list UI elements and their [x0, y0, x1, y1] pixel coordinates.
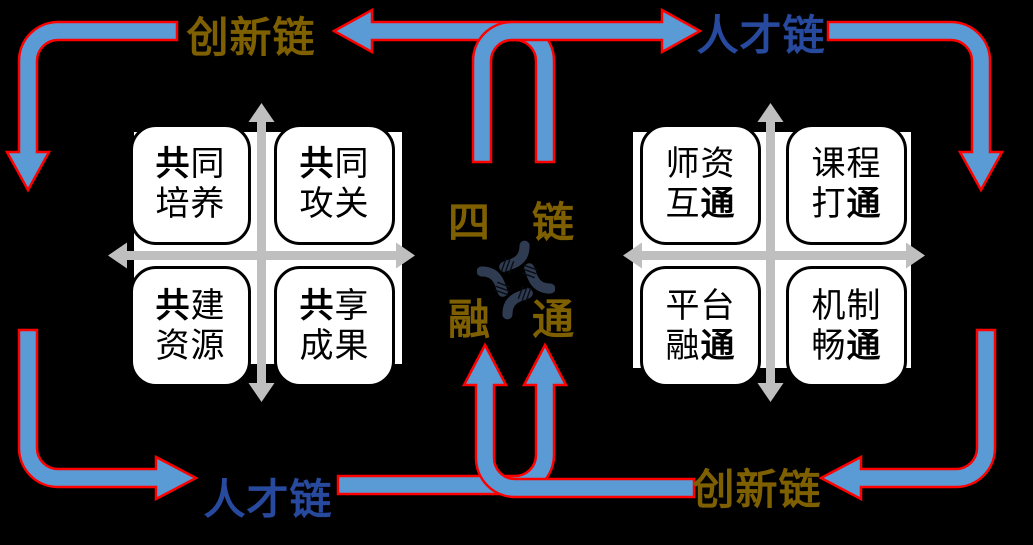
arrow-right-edge-to-bottomright-label [818, 328, 997, 502]
motto-char-lian: 链 [531, 198, 574, 247]
motto-char-tong: 通 [531, 295, 574, 344]
axis-cross-right [623, 103, 925, 402]
quadrant-box: 课程打通 [786, 124, 907, 245]
arrow-topleft-label-to-left-edge-down [4, 20, 179, 193]
arrow-center-to-topright-label [471, 7, 703, 164]
center-motto-top-row: 四 链 [448, 189, 574, 250]
quadrant-box: 共同攻关 [274, 124, 395, 245]
arrow-left-edge-to-bottomleft-label [17, 328, 199, 502]
chain-label-top-right: 人才链 [696, 11, 826, 60]
four-hands-cooperation-icon [477, 240, 555, 326]
quadrant-box: 平台融通 [640, 266, 761, 387]
quadrant-box: 师资互通 [640, 124, 761, 245]
chain-label-bottom-right: 创新链 [692, 465, 822, 514]
center-motto-bottom-row: 融 通 [448, 286, 574, 347]
quadrant-box: 共享成果 [274, 266, 395, 387]
arrow-bottomright-label-to-center-up [461, 342, 696, 499]
arrow-topright-label-to-right-edge-down [826, 20, 1005, 193]
chain-label-top-left: 创新链 [186, 13, 316, 62]
axis-cross-left [108, 103, 415, 402]
quadrant-box: 共同培养 [130, 124, 251, 245]
arrow-bottomleft-label-to-center-up [336, 342, 569, 496]
motto-char-rong: 融 [448, 295, 491, 344]
motto-char-si: 四 [448, 198, 491, 247]
chain-label-bottom-left: 人才链 [203, 475, 333, 524]
quadrant-box: 机制畅通 [786, 266, 907, 387]
quadrant-box: 共建资源 [130, 266, 251, 387]
arrow-center-to-topleft-label [331, 7, 556, 164]
